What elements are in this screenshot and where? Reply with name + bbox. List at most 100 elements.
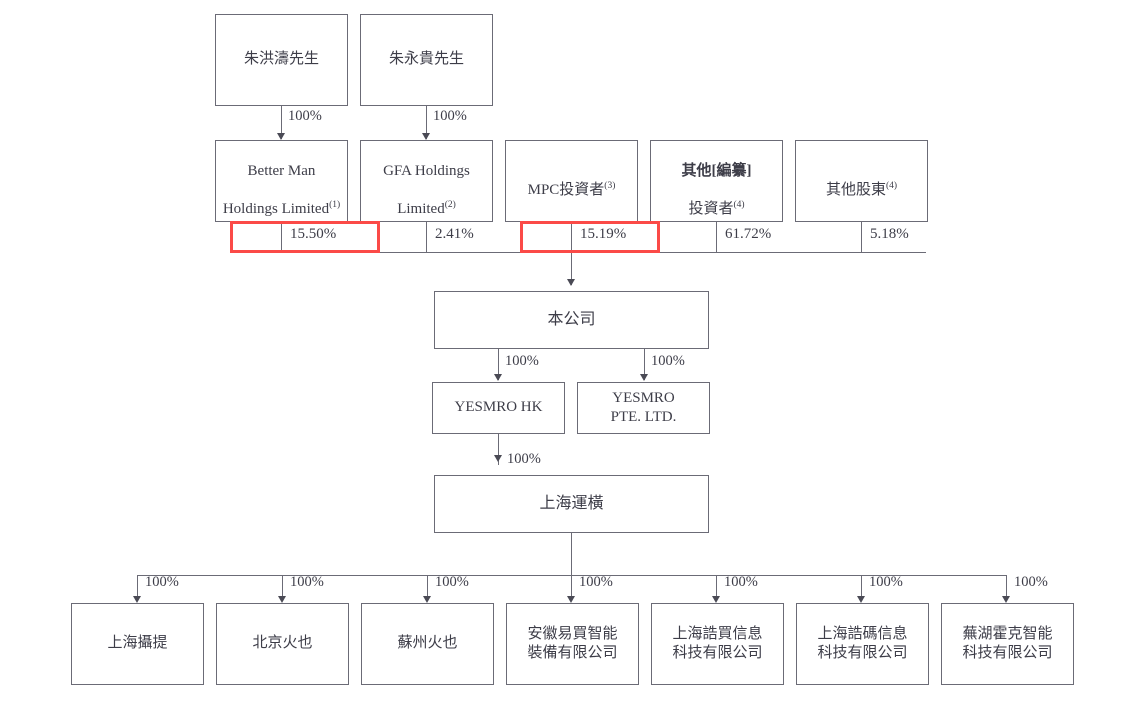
node-footnote-marker: (2) (444, 200, 456, 211)
drop-shanghai-jiemai (716, 575, 717, 601)
node-mpc-investors: MPC投資者(3) (505, 140, 638, 222)
node-label: 其他股東(4) (822, 162, 901, 200)
node-label-line1: 其他[編纂] (681, 162, 752, 179)
stub-mpc-investors (571, 222, 572, 252)
node-footnote-marker: (4) (885, 181, 898, 191)
arrow-zhu-hong-tao (277, 133, 285, 140)
connector-bus-to-company (571, 252, 572, 285)
drop-wuhu-huoke (1006, 575, 1007, 601)
drop-shanghai-jiema (861, 575, 862, 601)
node-label: YESMRO PTE. LTD. (610, 389, 677, 425)
node-shanghai-yunheng: 上海運橫 (434, 475, 709, 533)
connector-yunheng-to-subsidiary-bus (571, 533, 572, 575)
node-the-company: 本公司 (434, 291, 709, 349)
drop-anhui-yimai (571, 575, 572, 601)
arrow-yesmro-hk (494, 374, 502, 381)
pct-shanghai-yunheng: 100% (507, 451, 541, 467)
node-other-shareholders: 其他股東(4) (795, 140, 928, 222)
node-label: 上海攝提 (107, 635, 168, 652)
pct-shanghai-jiemai: 100% (724, 574, 758, 590)
shareholder-bus-left-cap (230, 222, 231, 252)
pct-better-man: 15.50% (290, 226, 337, 242)
pct-beijing-huoye: 100% (290, 574, 324, 590)
pct-other-cmpl-investors: 61.72% (725, 226, 772, 242)
node-zhu-yong-gui: 朱永貴先生 (360, 14, 493, 106)
pct-zhu-yong-gui: 100% (433, 108, 467, 124)
node-label-line1: MPC投資者 (527, 182, 605, 198)
arrow-wuhu-huoke (1002, 596, 1010, 603)
arrow-beijing-huoye (278, 596, 286, 603)
pct-wuhu-huoke: 100% (1014, 574, 1048, 590)
arrow-shanghai-sheti (133, 596, 141, 603)
pct-yesmro-pte: 100% (651, 353, 685, 369)
pct-suzhou-huoye: 100% (435, 574, 469, 590)
drop-beijing-huoye (282, 575, 283, 601)
connector-yesmro-hk-to-yunheng (498, 434, 499, 465)
node-label-line1: 其他股東 (825, 182, 886, 198)
stub-better-man (281, 222, 282, 252)
arrow-shanghai-yunheng (494, 455, 502, 462)
node-footnote-marker: (4) (733, 200, 745, 211)
connector-company-to-yesmro-hk (498, 349, 499, 380)
arrow-shanghai-jiemai (712, 596, 720, 603)
connector-zhu-yong-gui (426, 106, 427, 139)
node-label: 朱永貴先生 (388, 51, 464, 68)
node-shanghai-jiemai: 上海誥買信息 科技有限公司 (651, 603, 784, 685)
node-label-line1: Better Man (247, 162, 316, 179)
node-label: 上海誥碼信息 科技有限公司 (817, 625, 908, 661)
stub-other-shareholders (861, 222, 862, 252)
pct-anhui-yimai: 100% (579, 574, 613, 590)
node-label-line1: GFA Holdings (383, 162, 470, 179)
node-better-man: Better Man Holdings Limited(1) (215, 140, 348, 222)
shareholder-bus-line (230, 252, 926, 253)
node-label: GFA Holdings Limited(2) (379, 143, 474, 220)
node-yesmro-pte: YESMRO PTE. LTD. (577, 382, 710, 434)
node-label: 蘇州火也 (397, 635, 458, 652)
node-label: Better Man Holdings Limited(1) (219, 143, 344, 220)
node-label-line2: 投資者 (688, 201, 734, 218)
node-label: 上海誥買信息 科技有限公司 (672, 625, 763, 661)
node-label-line2: Limited (397, 201, 445, 218)
node-label: 朱洪濤先生 (243, 51, 319, 68)
node-footnote-marker: (3) (604, 181, 616, 191)
arrow-shanghai-jiema (857, 596, 865, 603)
pct-shanghai-sheti: 100% (145, 574, 179, 590)
stub-other-cmpl-investors (716, 222, 717, 252)
pct-mpc-investors: 15.19% (580, 226, 627, 242)
pct-other-shareholders: 5.18% (870, 226, 909, 242)
node-yesmro-hk: YESMRO HK (432, 382, 565, 434)
connector-company-to-yesmro-pte (644, 349, 645, 380)
node-label-line2: Holdings Limited (222, 201, 330, 218)
node-footnote-marker: (1) (329, 200, 341, 211)
node-zhu-hong-tao: 朱洪濤先生 (215, 14, 348, 106)
node-label: 北京火也 (252, 635, 313, 652)
arrow-anhui-yimai (567, 596, 575, 603)
stub-gfa-holdings (426, 222, 427, 252)
node-label: 蕪湖霍克智能 科技有限公司 (962, 625, 1053, 661)
pct-yesmro-hk: 100% (505, 353, 539, 369)
node-beijing-huoye: 北京火也 (216, 603, 349, 685)
node-label: YESMRO HK (454, 399, 543, 416)
node-gfa-holdings: GFA Holdings Limited(2) (360, 140, 493, 222)
connector-zhu-hong-tao (281, 106, 282, 139)
node-label: MPC投資者(3) (524, 162, 620, 200)
node-wuhu-huoke: 蕪湖霍克智能 科技有限公司 (941, 603, 1074, 685)
node-suzhou-huoye: 蘇州火也 (361, 603, 494, 685)
pct-gfa-holdings: 2.41% (435, 226, 474, 242)
arrow-to-company (567, 279, 575, 286)
node-other-cmpl-investors: 其他[編纂] 投資者(4) (650, 140, 783, 222)
drop-suzhou-huoye (427, 575, 428, 601)
arrow-yesmro-pte (640, 374, 648, 381)
node-label: 其他[編纂] 投資者(4) (678, 143, 756, 220)
node-shanghai-jiema: 上海誥碼信息 科技有限公司 (796, 603, 929, 685)
node-label: 安徽易買智能 裝備有限公司 (527, 625, 618, 661)
node-label: 上海運橫 (539, 494, 604, 512)
pct-shanghai-jiema: 100% (869, 574, 903, 590)
arrow-suzhou-huoye (423, 596, 431, 603)
node-shanghai-sheti: 上海攝提 (71, 603, 204, 685)
drop-shanghai-sheti (137, 575, 138, 601)
arrow-zhu-yong-gui (422, 133, 430, 140)
node-anhui-yimai: 安徽易買智能 裝備有限公司 (506, 603, 639, 685)
node-label: 本公司 (547, 310, 596, 328)
